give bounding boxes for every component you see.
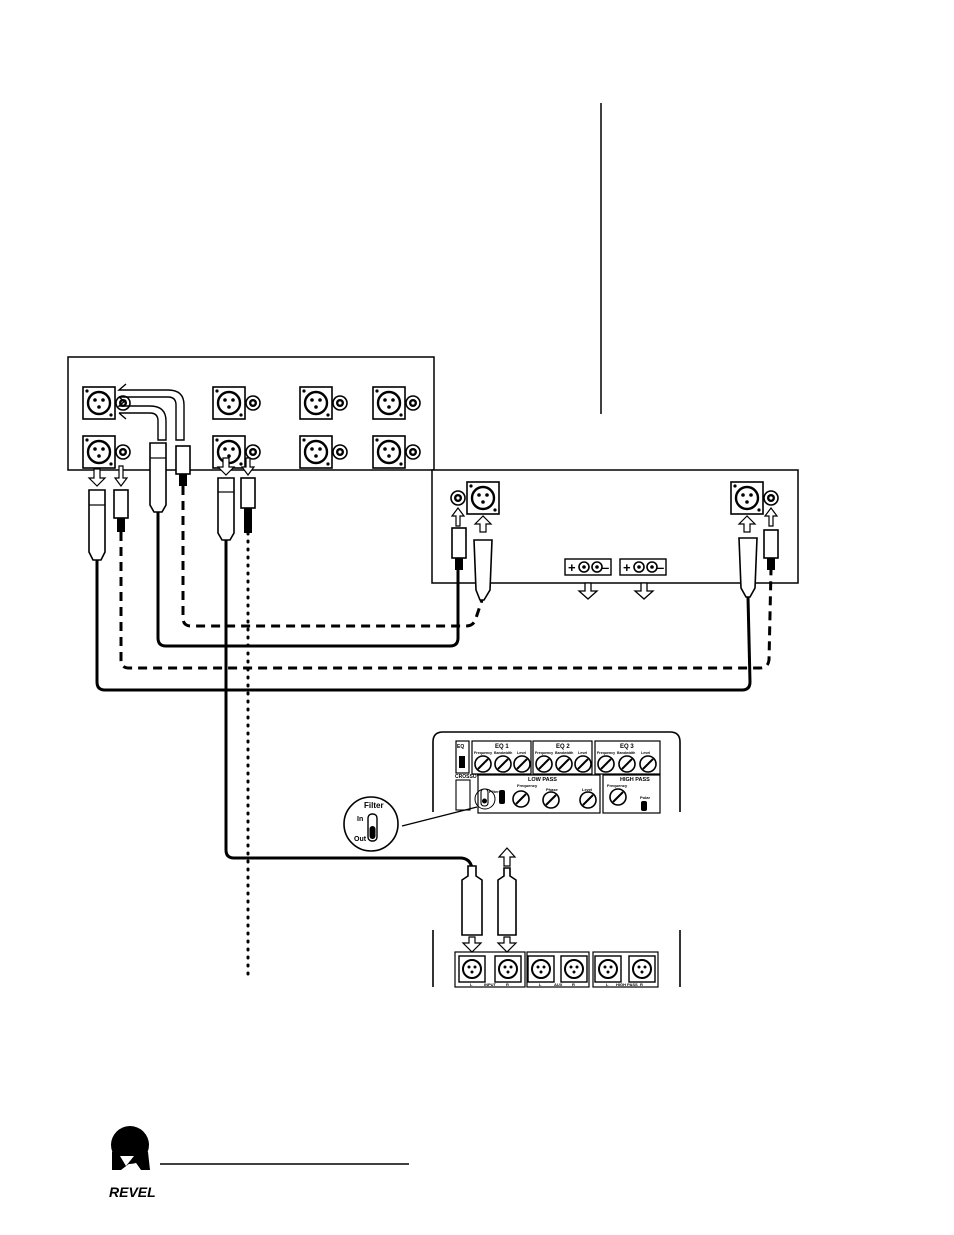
svg-text:+: +: [568, 560, 576, 575]
svg-text:AUX: AUX: [554, 982, 563, 987]
xlr-input-jack[interactable]: [731, 482, 763, 514]
rca-output-jack[interactable]: [246, 445, 260, 459]
eq-frequency-knob[interactable]: [536, 756, 552, 772]
svg-text:Level: Level: [517, 751, 526, 755]
xlr-output-jack[interactable]: [83, 436, 115, 468]
xlr-output-jack[interactable]: [300, 436, 332, 468]
eq-level-knob[interactable]: [514, 756, 530, 772]
down-arrow-icon: [635, 583, 653, 599]
aux-left-jack[interactable]: [528, 956, 554, 982]
rca-output-jack[interactable]: [333, 396, 347, 410]
xlr-output-jack[interactable]: [213, 387, 245, 419]
rca-plug: [176, 446, 190, 486]
xlr-output-jack[interactable]: [300, 387, 332, 419]
svg-text:Filter: Filter: [364, 801, 384, 810]
svg-text:R: R: [506, 982, 509, 987]
svg-text:Frequency: Frequency: [535, 751, 553, 755]
down-arrow-icon: [498, 937, 516, 952]
eq-bandwidth-knob[interactable]: [556, 756, 572, 772]
svg-text:INPUT: INPUT: [484, 982, 497, 987]
svg-text:Frequency: Frequency: [474, 751, 492, 755]
svg-text:Bandwidth: Bandwidth: [494, 751, 512, 755]
rca-input-jack[interactable]: [451, 491, 465, 505]
svg-text:EQ 2: EQ 2: [556, 744, 570, 750]
high-pass-frequency-knob[interactable]: [610, 789, 626, 805]
svg-text:Out: Out: [354, 836, 367, 843]
high-pass-out-right-jack[interactable]: [629, 956, 655, 982]
up-arrow-icon: [499, 848, 515, 866]
eq-bandwidth-knob[interactable]: [495, 756, 511, 772]
xlr-plug: [150, 443, 166, 512]
up-arrow-icon: [89, 469, 105, 486]
rca-output-jack[interactable]: [246, 396, 260, 410]
svg-text:Frequency: Frequency: [607, 783, 628, 788]
eq-frequency-knob[interactable]: [475, 756, 491, 772]
eq-level-knob[interactable]: [640, 756, 656, 772]
rca-output-jack[interactable]: [406, 445, 420, 459]
rca-input-jack[interactable]: [764, 491, 778, 505]
filter-switch[interactable]: [481, 789, 488, 806]
svg-text:R: R: [640, 982, 643, 987]
filter-toggle-switch[interactable]: [368, 814, 377, 841]
rca-output-jack[interactable]: [406, 396, 420, 410]
svg-text:Phase: Phase: [546, 787, 559, 792]
xlr-output-jack[interactable]: [373, 387, 405, 419]
speaker-terminal-left[interactable]: + –: [565, 559, 611, 575]
svg-text:Polar: Polar: [640, 795, 650, 800]
svg-text:In: In: [357, 816, 363, 823]
xlr-plug: [739, 538, 757, 597]
aux-right-jack[interactable]: [561, 956, 587, 982]
xlr-output-jack[interactable]: [373, 436, 405, 468]
svg-text:+: +: [623, 560, 631, 575]
xlr-plug: [89, 490, 105, 560]
svg-text:Bandwidth: Bandwidth: [555, 751, 573, 755]
xlr-output-jack[interactable]: [83, 387, 115, 419]
svg-text:Frequency: Frequency: [597, 751, 615, 755]
svg-text:R: R: [572, 982, 575, 987]
down-arrow-icon: [463, 937, 481, 952]
eq-level-knob[interactable]: [575, 756, 591, 772]
svg-text:Bandwidth: Bandwidth: [617, 751, 635, 755]
sub-input-left-jack[interactable]: [459, 956, 485, 982]
filter-switch-callout: Filter In Out: [344, 797, 398, 851]
low-pass-frequency-knob[interactable]: [513, 791, 529, 807]
revel-logo: REVEL: [109, 1126, 156, 1200]
svg-text:REVEL: REVEL: [109, 1184, 156, 1200]
high-pass-out-left-jack[interactable]: [595, 956, 621, 982]
xlr-plug: [498, 868, 516, 935]
subwoofer-control-panel: EQ EQ 1 Frequency Bandwidth Level EQ 2 F…: [433, 732, 680, 813]
rca-plug: [114, 490, 128, 532]
svg-text:Level: Level: [578, 751, 587, 755]
xlr-plug: [474, 540, 492, 600]
sub-input-right-jack[interactable]: [495, 956, 521, 982]
eq-frequency-knob[interactable]: [598, 756, 614, 772]
speaker-terminal-right[interactable]: + –: [620, 559, 666, 575]
eq-bandwidth-knob[interactable]: [619, 756, 635, 772]
rca-output-jack[interactable]: [116, 445, 130, 459]
svg-text:EQ: EQ: [457, 744, 464, 750]
xlr-input-jack[interactable]: [467, 482, 499, 514]
svg-text:Filter: Filter: [489, 789, 499, 794]
level-knob[interactable]: [580, 792, 596, 808]
svg-text:HIGH PASS: HIGH PASS: [616, 982, 638, 987]
svg-text:EQ 3: EQ 3: [620, 744, 634, 750]
rca-plug: [241, 478, 255, 533]
svg-text:–: –: [657, 560, 664, 575]
xlr-plug: [218, 478, 234, 540]
svg-text:Level: Level: [641, 751, 650, 755]
svg-text:–: –: [602, 560, 609, 575]
rca-output-jack[interactable]: [333, 445, 347, 459]
xlr-plug: [462, 866, 482, 935]
svg-text:EQ 1: EQ 1: [495, 744, 509, 750]
svg-text:Frequency: Frequency: [517, 783, 538, 788]
down-arrow-icon: [579, 583, 597, 599]
phase-knob[interactable]: [543, 792, 559, 808]
